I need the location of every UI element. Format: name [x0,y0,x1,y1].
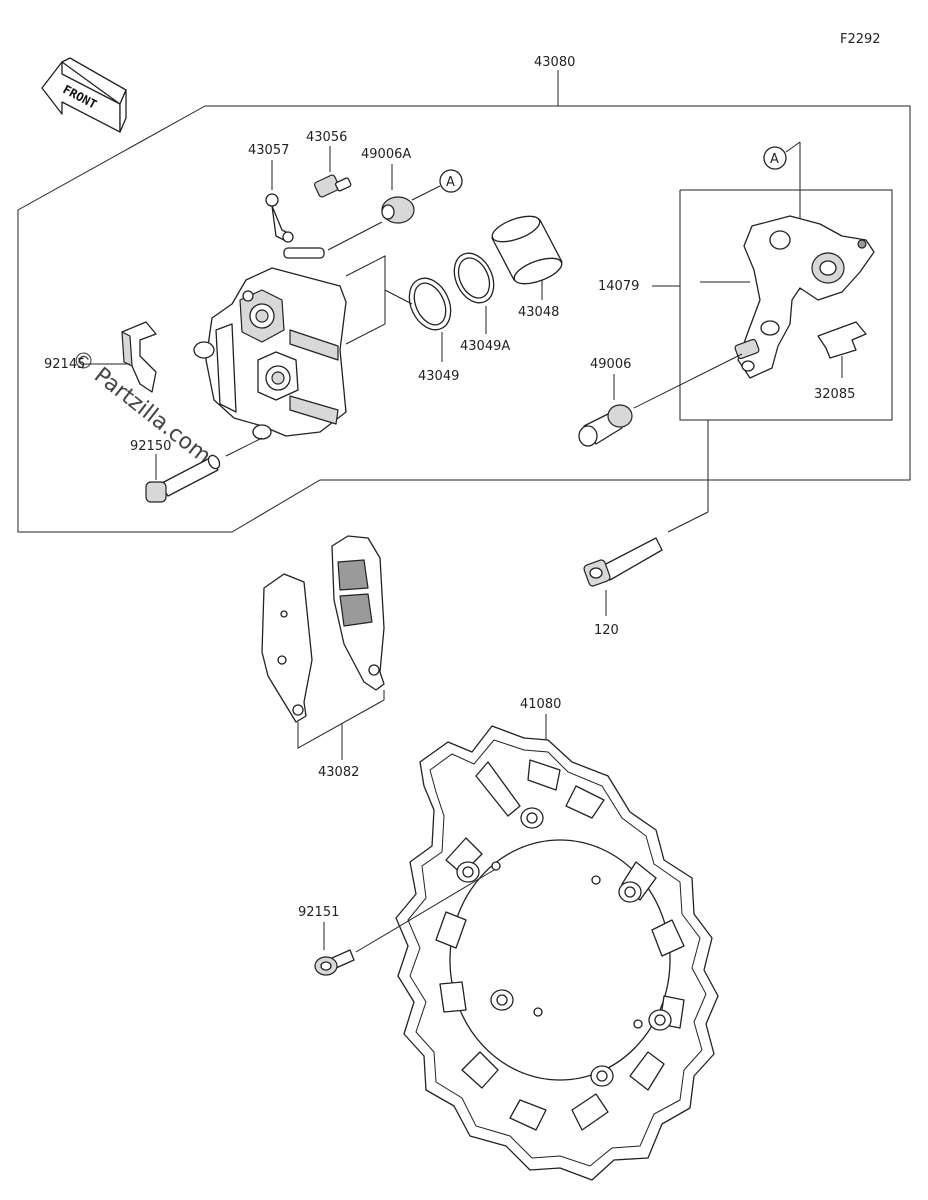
label-boot-a: 49006A [361,147,411,162]
pad-spring-icon [121,321,157,393]
brake-disc-icon [395,725,719,1181]
label-pad-set: 43082 [318,765,359,780]
svg-text:A: A [770,152,779,167]
label-caliper-assembly: 43080 [534,55,575,70]
bracket-box [679,189,893,421]
label-bleeder-valve: 43056 [306,130,347,145]
seal-a-icon [453,252,495,304]
caliper-body-icon [193,247,347,440]
label-bleeder-cap: 43057 [248,143,289,158]
disc-bolt-icon [314,949,355,976]
bolt-icon [583,537,663,587]
seal-icon [408,277,452,331]
label-boot: 49006 [590,357,631,372]
pad-spring-b-icon [817,321,867,359]
front-arrow-icon: FRONT [41,57,127,133]
label-disc-bolt: 92151 [298,905,339,920]
piston-icon [491,215,563,285]
label-pad-spring: 92145 [44,357,85,372]
brake-pad-outer-icon [331,535,385,691]
ref-a-marker-left: A [439,169,463,193]
label-pad-spring-b: 32085 [814,387,855,402]
brake-pad-inner-icon [261,573,313,723]
pin-icon [145,454,221,503]
label-bolt: 120 [594,623,619,638]
label-disc: 41080 [520,697,561,712]
label-seal-a: 43049A [460,339,510,354]
label-pin: 92150 [130,439,171,454]
boot-a-icon [381,196,415,224]
bracket-icon [734,215,875,379]
diagram-code: F2292 [840,32,881,47]
ref-a-marker-right: A [763,146,787,170]
label-piston: 43048 [518,305,559,320]
boot-icon [578,404,633,447]
bleeder-valve-icon [314,174,352,198]
bleeder-cap-icon [265,193,294,243]
label-seal: 43049 [418,369,459,384]
caliper-assembly-outline [17,70,911,533]
svg-text:A: A [446,175,455,190]
label-bracket: 14079 [598,279,639,294]
